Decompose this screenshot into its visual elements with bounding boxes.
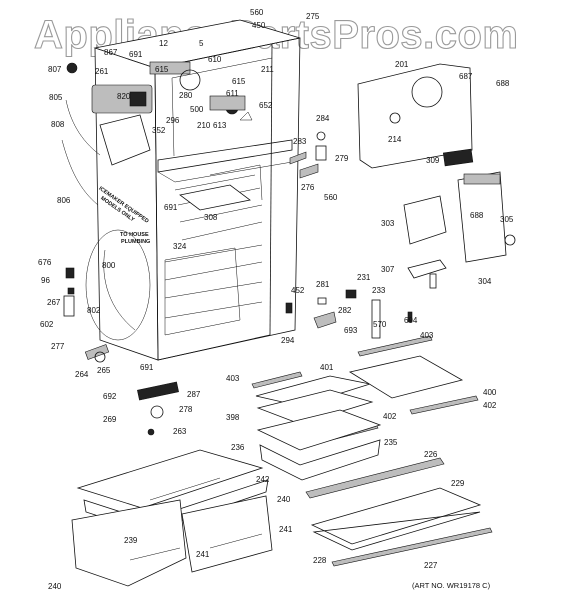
part-label-500[interactable]: 500	[190, 105, 204, 114]
part-label-400[interactable]: 400	[483, 388, 497, 397]
part-label-241[interactable]: 241	[279, 525, 293, 534]
part-label-560[interactable]: 560	[324, 193, 338, 202]
part-label-12[interactable]: 12	[159, 39, 168, 48]
part-label-210[interactable]: 210	[197, 121, 211, 130]
part-label-5[interactable]: 5	[199, 39, 204, 48]
part-label-570[interactable]: 570	[373, 320, 387, 329]
part-label-240[interactable]: 240	[277, 495, 291, 504]
part-label-236[interactable]: 236	[231, 443, 245, 452]
part-label-242[interactable]: 242	[256, 475, 270, 484]
part-label-240[interactable]: 240	[48, 582, 62, 591]
part-label-303[interactable]: 303	[381, 219, 395, 228]
part-label-802[interactable]: 802	[87, 306, 101, 315]
part-label-807[interactable]: 807	[48, 65, 62, 74]
part-label-282[interactable]: 282	[338, 306, 352, 315]
part-label-308[interactable]: 308	[204, 213, 218, 222]
part-label-450[interactable]: 450	[252, 21, 266, 30]
part-label-403[interactable]: 403	[420, 331, 434, 340]
part-label-283[interactable]: 283	[293, 137, 307, 146]
part-label-820[interactable]: 820	[117, 92, 131, 101]
part-label-687[interactable]: 687	[459, 72, 473, 81]
part-number-labels: 560 275 450 867 691 12 5 610 615 807 261 211 615 820 2…	[38, 8, 514, 591]
part-label-403[interactable]: 403	[226, 374, 240, 383]
plumbing-note-line2: PLUMBING	[121, 239, 150, 245]
part-label-688[interactable]: 688	[470, 211, 484, 220]
part-label-228[interactable]: 228	[313, 556, 327, 565]
part-label-284[interactable]: 284	[316, 114, 330, 123]
part-label-263[interactable]: 263	[173, 427, 187, 436]
part-label-229[interactable]: 229	[451, 479, 465, 488]
part-label-96[interactable]: 96	[41, 276, 50, 285]
part-label-867[interactable]: 867	[104, 48, 118, 57]
part-label-452[interactable]: 452	[291, 286, 305, 295]
part-label-402[interactable]: 402	[483, 401, 497, 410]
part-label-211[interactable]: 211	[261, 65, 274, 74]
part-label-261[interactable]: 261	[95, 67, 109, 76]
part-label-307[interactable]: 307	[381, 265, 395, 274]
part-label-269[interactable]: 269	[103, 415, 117, 424]
part-label-214[interactable]: 214	[388, 135, 402, 144]
part-label-278[interactable]: 278	[179, 405, 193, 414]
part-label-652[interactable]: 652	[259, 101, 273, 110]
part-label-233[interactable]: 233	[372, 286, 386, 295]
part-label-226[interactable]: 226	[424, 450, 438, 459]
part-label-808[interactable]: 808	[51, 120, 65, 129]
part-label-241[interactable]: 241	[196, 550, 210, 559]
part-label-805[interactable]: 805	[49, 93, 63, 102]
part-label-615[interactable]: 615	[155, 65, 169, 74]
art-number: (ART NO. WR19178 C)	[412, 581, 491, 590]
part-label-398[interactable]: 398	[226, 413, 240, 422]
part-label-276[interactable]: 276	[301, 183, 315, 192]
part-label-688[interactable]: 688	[496, 79, 510, 88]
part-label-692[interactable]: 692	[103, 392, 117, 401]
part-label-281[interactable]: 281	[316, 280, 330, 289]
part-label-280[interactable]: 280	[179, 91, 193, 100]
part-label-352[interactable]: 352	[152, 126, 166, 135]
part-label-235[interactable]: 235	[384, 438, 398, 447]
part-label-304[interactable]: 304	[478, 277, 492, 286]
part-label-287[interactable]: 287	[187, 390, 201, 399]
part-label-265[interactable]: 265	[97, 366, 111, 375]
part-label-610[interactable]: 610	[208, 55, 222, 64]
part-label-691[interactable]: 691	[164, 203, 178, 212]
part-label-611[interactable]: 611	[226, 89, 239, 98]
part-label-201[interactable]: 201	[395, 60, 409, 69]
part-label-691[interactable]: 691	[129, 50, 143, 59]
part-label-277[interactable]: 277	[51, 342, 65, 351]
part-label-294[interactable]: 294	[281, 336, 295, 345]
part-label-560[interactable]: 560	[250, 8, 264, 17]
part-label-324[interactable]: 324	[173, 242, 187, 251]
part-label-296[interactable]: 296	[166, 116, 180, 125]
part-label-615[interactable]: 615	[232, 77, 246, 86]
part-label-231[interactable]: 231	[357, 273, 371, 282]
part-label-275[interactable]: 275	[306, 12, 320, 21]
part-label-806[interactable]: 806	[57, 196, 71, 205]
part-label-602[interactable]: 602	[40, 320, 54, 329]
plumbing-note-line1: TO HOUSE	[120, 232, 149, 238]
part-label-309[interactable]: 309	[426, 156, 440, 165]
plumbing-note: TO HOUSE PLUMBING	[120, 232, 150, 245]
part-label-227[interactable]: 227	[424, 561, 438, 570]
back-panel-parts	[285, 63, 516, 339]
part-label-693[interactable]: 693	[344, 326, 358, 335]
part-label-691[interactable]: 691	[140, 363, 154, 372]
part-label-402[interactable]: 402	[383, 412, 397, 421]
part-label-239[interactable]: 239	[124, 536, 138, 545]
refrigerator-cabinet	[61, 19, 301, 436]
part-label-264[interactable]: 264	[75, 370, 89, 379]
part-label-676[interactable]: 676	[38, 258, 52, 267]
part-label-305[interactable]: 305	[500, 215, 514, 224]
part-label-279[interactable]: 279	[335, 154, 349, 163]
part-label-267[interactable]: 267	[47, 298, 61, 307]
part-label-800[interactable]: 800	[102, 261, 116, 270]
part-label-694[interactable]: 694	[404, 316, 418, 325]
part-label-401[interactable]: 401	[320, 363, 334, 372]
part-label-613[interactable]: 613	[213, 121, 227, 130]
glass-shelves	[71, 335, 493, 587]
